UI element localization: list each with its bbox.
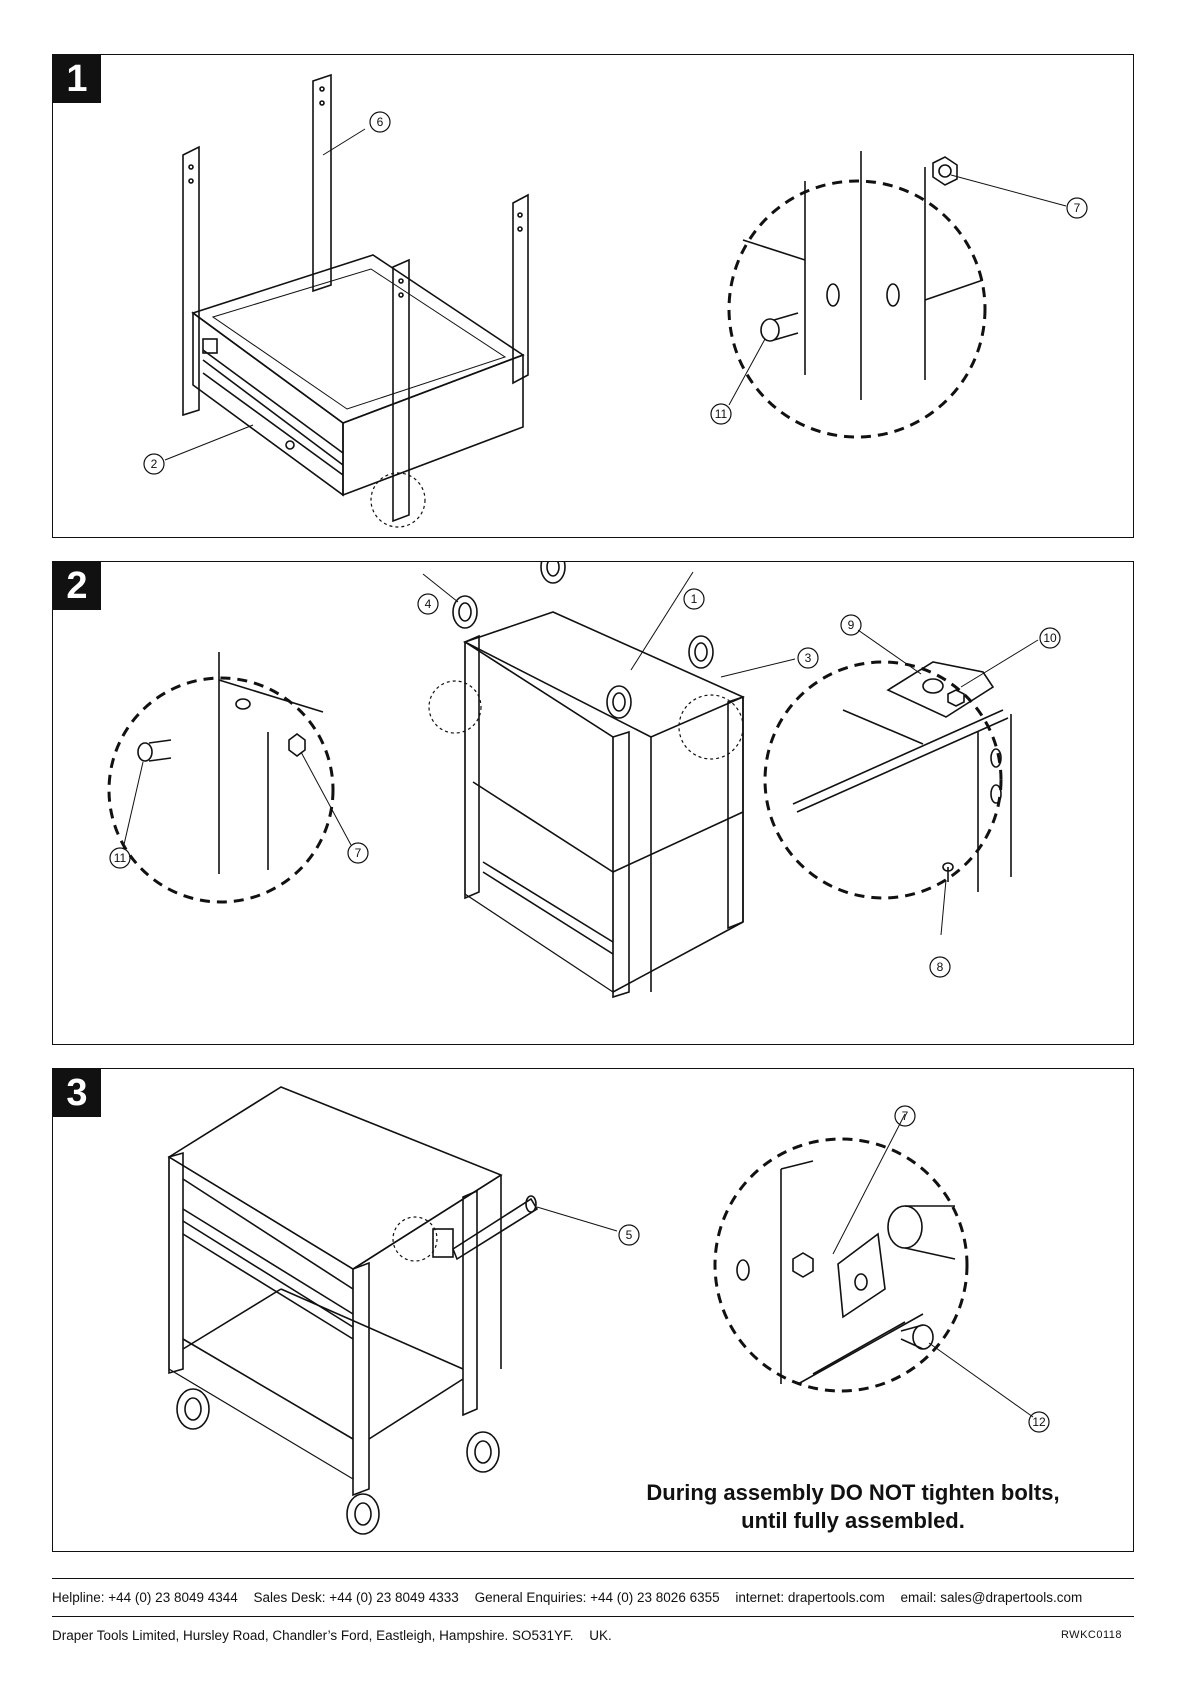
warning-line-1: During assembly DO NOT tighten bolts,: [646, 1480, 1060, 1505]
callout-5: 5: [626, 1228, 633, 1242]
step-1-panel: 1: [52, 54, 1134, 538]
detail-circle-right: [763, 660, 1012, 900]
step-1-illustration: 6 2 7 11: [143, 73, 1088, 528]
drawer-unit-drawing: [191, 254, 525, 497]
helpline: Helpline: +44 (0) 23 8049 4344: [52, 1590, 238, 1605]
callout-3: 3: [805, 651, 812, 665]
callout-9: 9: [848, 618, 855, 632]
callout-10: 10: [1043, 631, 1057, 645]
callout-7: 7: [1074, 201, 1081, 215]
callout-2: 2: [151, 457, 158, 471]
detail-circle-1: [727, 151, 987, 439]
warning-line-2: until fully assembled.: [741, 1508, 965, 1533]
document-code: RWKC0118: [1060, 1629, 1122, 1641]
trolley-with-castors-drawing: [428, 562, 745, 999]
website-link[interactable]: internet: drapertools.com: [735, 1590, 885, 1605]
detail-circle-handle: [713, 1137, 969, 1393]
step-3-illustration: 5 7 12: [167, 1086, 1050, 1535]
step-2-panel: 2: [52, 561, 1134, 1045]
email-link[interactable]: email: sales@drapertools.com: [900, 1590, 1083, 1605]
company-address: Draper Tools Limited, Hursley Road, Chan…: [52, 1628, 574, 1643]
country: UK.: [589, 1628, 612, 1643]
general-enquiries: General Enquiries: +44 (0) 23 8026 6355: [474, 1590, 720, 1605]
callout-11: 11: [715, 407, 728, 421]
callout-12: 12: [1032, 1415, 1046, 1429]
callout-6: 6: [377, 115, 384, 129]
callout-11: 11: [114, 851, 127, 865]
step-2-illustration: 4 1 3 9 10 11 7 8: [107, 562, 1061, 999]
step-3-panel: 3: [52, 1068, 1134, 1552]
callout-7: 7: [355, 846, 362, 860]
contact-row: Helpline: +44 (0) 23 8049 4344 Sales Des…: [52, 1590, 1134, 1605]
assembled-trolley-drawing: [167, 1086, 539, 1535]
footer-middle-rule: [52, 1616, 1134, 1617]
detail-circle-left: [107, 652, 335, 904]
callout-4: 4: [425, 597, 432, 611]
detail-marker: [370, 472, 426, 528]
sales-desk: Sales Desk: +44 (0) 23 8049 4333: [253, 1590, 459, 1605]
step-number: 3: [53, 1069, 101, 1117]
address-row: Draper Tools Limited, Hursley Road, Chan…: [52, 1628, 1134, 1643]
upright-legs-drawing: [182, 73, 529, 523]
assembly-warning: During assembly DO NOT tighten bolts, un…: [643, 1479, 1063, 1535]
callout-1: 1: [691, 592, 698, 606]
callout-7: 7: [902, 1109, 909, 1123]
callout-8: 8: [937, 960, 944, 974]
step-number: 2: [53, 562, 101, 610]
footer-top-rule: [52, 1578, 1134, 1579]
step-number: 1: [53, 55, 101, 103]
